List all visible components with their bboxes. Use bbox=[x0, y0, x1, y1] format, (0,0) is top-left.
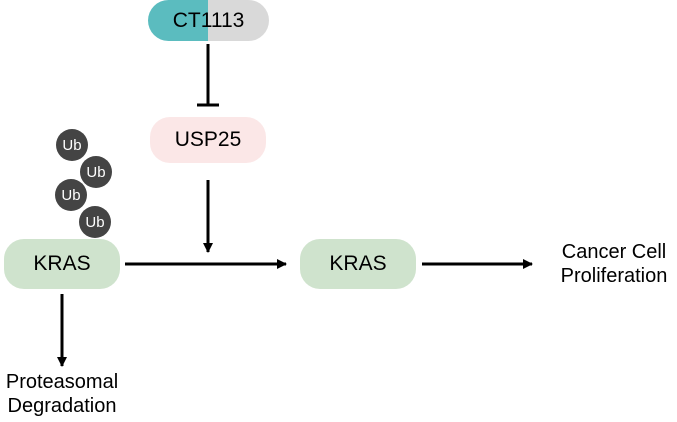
kras-ubiquitinated-label: KRAS bbox=[33, 252, 91, 275]
usp25-label: USP25 bbox=[174, 128, 242, 151]
kras-stable-label: KRAS bbox=[329, 252, 387, 275]
outcome-line: Degradation bbox=[7, 395, 117, 417]
kras-stable-node: KRAS bbox=[300, 239, 416, 289]
ubiquitin-3: Ub bbox=[55, 179, 87, 211]
cancer-proliferation-outcome: Cancer Cell Proliferation bbox=[548, 240, 677, 288]
outcome-line: Cancer Cell bbox=[561, 241, 667, 263]
proteasomal-degradation-outcome: Proteasomal Degradation bbox=[0, 370, 128, 418]
outcome-line: Proteasomal bbox=[5, 371, 119, 393]
ubiquitin-1: Ub bbox=[56, 129, 88, 161]
ubiquitin-label: Ub bbox=[85, 213, 105, 231]
outcome-line: Proliferation bbox=[560, 265, 668, 287]
ubiquitin-2: Ub bbox=[80, 156, 112, 188]
ubiquitin-label: Ub bbox=[61, 186, 81, 204]
ubiquitin-4: Ub bbox=[79, 206, 111, 238]
usp25-node: USP25 bbox=[150, 117, 266, 163]
ct1113-label: CT1113 bbox=[172, 8, 245, 32]
ct1113-inhibitor-node: CT1113 bbox=[148, 0, 269, 41]
kras-ubiquitinated-node: KRAS bbox=[4, 239, 120, 289]
ubiquitin-label: Ub bbox=[86, 163, 106, 181]
ubiquitin-label: Ub bbox=[62, 136, 82, 154]
